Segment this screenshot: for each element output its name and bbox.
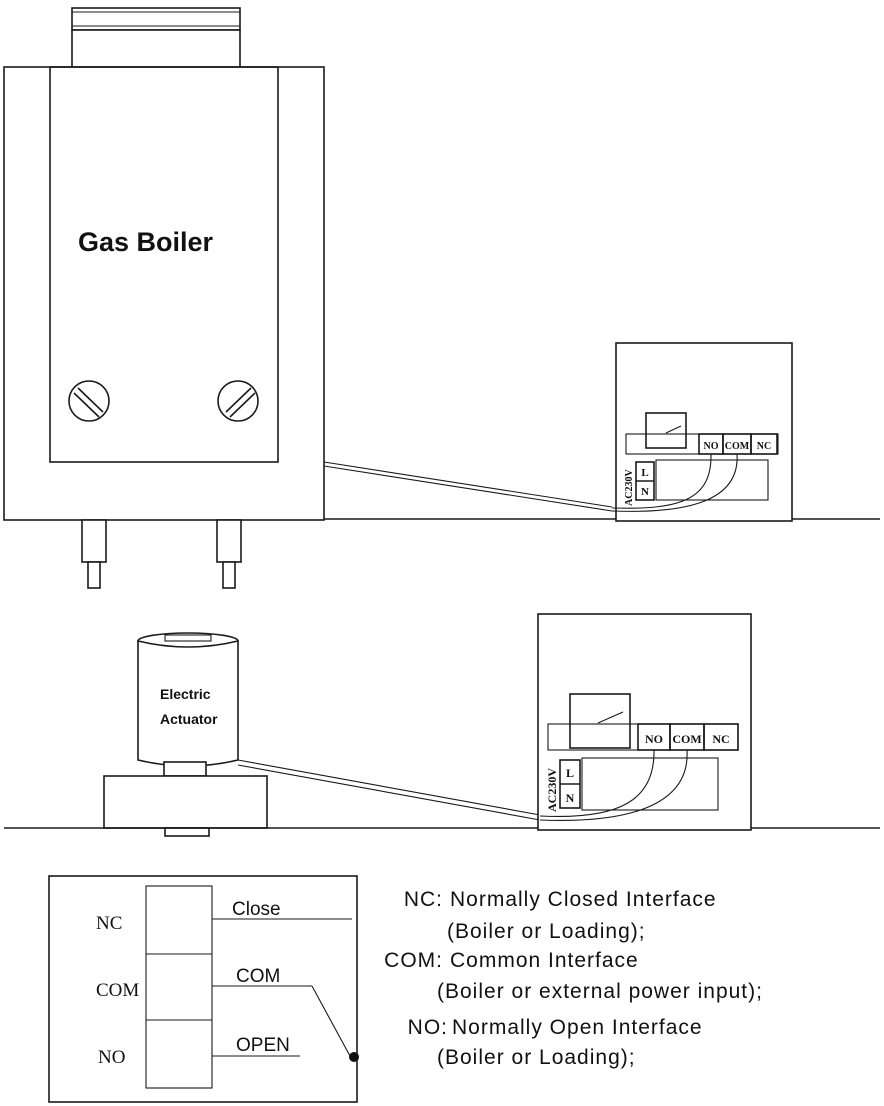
boiler-screw-left [68, 380, 110, 422]
boiler-pipe-left [81, 519, 107, 589]
legend-nc-desc: Normally Closed Interface [450, 888, 717, 911]
gas-boiler-diagram: Gas Boiler [3, 7, 880, 589]
terminal-nc-2: NC [712, 732, 729, 746]
actuator-body [137, 639, 239, 767]
relay [645, 412, 687, 449]
schematic-no-label: NO [98, 1047, 125, 1068]
schematic-contact [349, 1052, 359, 1062]
terminal-block: NO COM NC [625, 433, 779, 455]
legend: NC: Normally Closed Interface (Boiler or… [384, 888, 763, 1069]
legend-nc-note: (Boiler or Loading); [447, 920, 646, 943]
valve-base [103, 775, 268, 829]
boiler-body [3, 66, 325, 521]
power-n-2: N [566, 791, 575, 805]
terminal-nc: NC [757, 441, 771, 452]
legend-com-note: (Boiler or external power input); [437, 980, 763, 1003]
power-label-2: AC230V [545, 768, 559, 812]
legend-no-note: (Boiler or Loading); [437, 1046, 636, 1069]
relay-2 [569, 693, 631, 749]
legend-no-term: NO: [408, 1016, 448, 1039]
power-block-2: N L AC230V [545, 757, 719, 812]
legend-com-desc: Common Interface [450, 949, 639, 972]
actuator-diagram: Electric Actuator NO COM NC N [4, 613, 880, 837]
schematic-com-wire-label: COM [236, 966, 280, 987]
power-block: N L AC230V [624, 459, 769, 506]
schematic-open-label: OPEN [236, 1035, 290, 1056]
terminal-no-2: NO [645, 732, 663, 746]
actuator-label-line2: Actuator [160, 711, 218, 727]
legend-nc-term: NC: [404, 888, 443, 911]
relay-schematic: NC COM NO Close COM OPEN [48, 875, 359, 1103]
power-label: AC230V [624, 469, 635, 506]
terminal-com: COM [725, 441, 750, 452]
schematic-close-label: Close [232, 899, 281, 920]
boiler-cable [323, 461, 613, 508]
terminal-block-2: NO COM NC [547, 723, 739, 751]
boiler-panel [49, 66, 279, 463]
legend-no-desc: Normally Open Interface [452, 1016, 703, 1039]
schematic-nc-label: NC [96, 913, 122, 934]
power-l: L [641, 467, 648, 479]
power-l-2: L [566, 766, 574, 780]
terminal-no: NO [704, 441, 719, 452]
controller-box-2 [537, 613, 752, 831]
boiler-pipe-right [216, 519, 242, 589]
boiler-flue [71, 7, 241, 69]
terminal-com-2: COM [672, 732, 701, 746]
boiler-screw-right [217, 380, 259, 422]
schematic-com-label: COM [96, 980, 139, 1001]
actuator-label-line1: Electric [160, 686, 211, 702]
boiler-label: Gas Boiler [78, 227, 214, 257]
power-n: N [641, 486, 649, 498]
actuator-cable [237, 759, 541, 816]
legend-com-term: COM: [384, 949, 443, 972]
